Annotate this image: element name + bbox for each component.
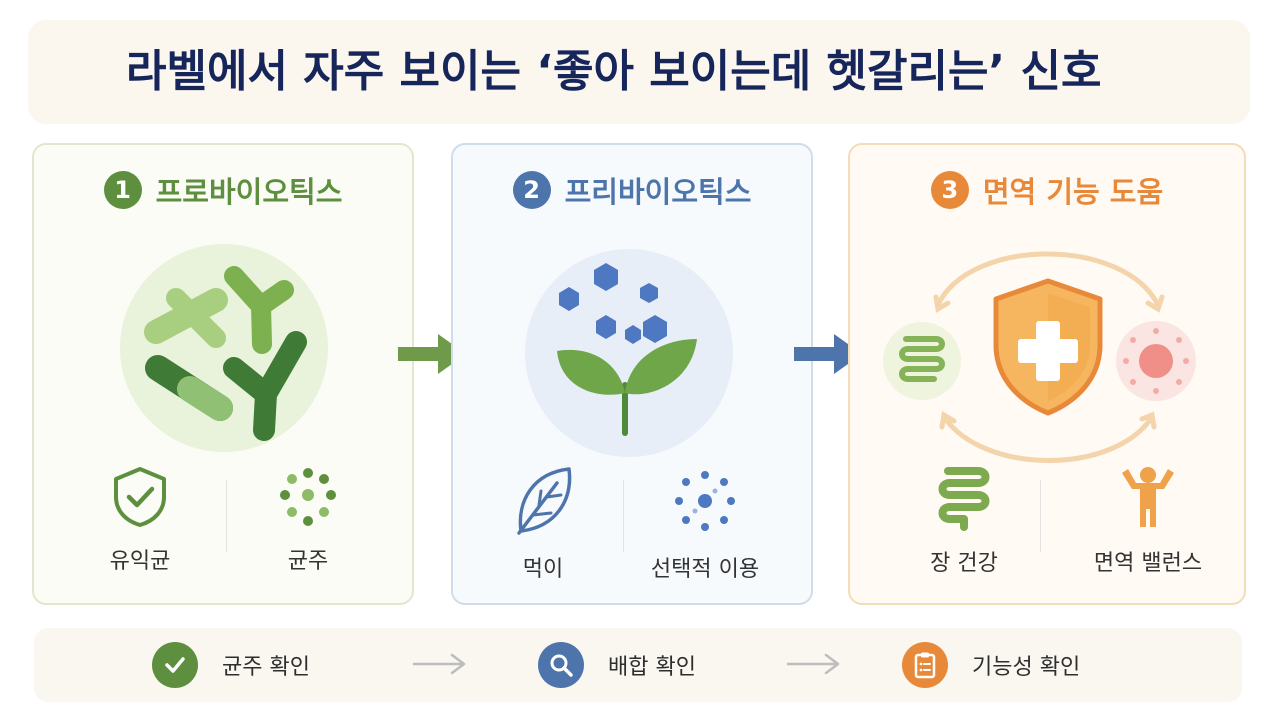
immune-cell-icon	[1139, 344, 1173, 378]
molecule-hexagon	[596, 315, 616, 339]
item-label: 먹이	[522, 557, 564, 582]
arrow-right-icon	[786, 653, 840, 675]
check-step-label: 기능성 확인	[972, 655, 1081, 680]
step-number-badge: 1	[103, 171, 142, 209]
molecule-hexagon	[640, 283, 658, 303]
item-label: 균주	[287, 549, 329, 574]
molecule-hexagon	[559, 287, 579, 311]
item-beneficial-bacteria: 유익균	[70, 465, 210, 575]
divider	[1040, 480, 1041, 552]
check-step-formulation: 배합 확인	[538, 641, 696, 689]
step-number-badge: 3	[930, 171, 969, 209]
item-gut-health: 장 건강	[894, 465, 1034, 577]
leaf-icon	[517, 467, 572, 535]
item-label: 장 건강	[930, 551, 998, 576]
item-immune-balance: 면역 밸런스	[1078, 465, 1218, 577]
cycle-arc-top	[935, 251, 1161, 307]
dots-ring-icon	[675, 471, 735, 531]
divider	[226, 480, 227, 552]
panel-title: 1 프로바이오틱스	[34, 169, 412, 211]
cycle-arrowhead	[1145, 294, 1165, 313]
check-steps-bar: 균주 확인 배합 확인 기능성 확인	[34, 628, 1242, 702]
bacteria-illustration	[120, 244, 328, 452]
panel-probiotics: 1 프로바이오틱스 유익균 균주	[32, 143, 414, 605]
item-label: 면역 밸런스	[1093, 551, 1203, 576]
immune-cycle-illustration	[883, 251, 1196, 463]
check-step-label: 배합 확인	[608, 655, 696, 680]
plant-leaf-right	[625, 339, 697, 395]
cycle-arrowhead	[933, 294, 951, 314]
gut-icon	[899, 336, 945, 382]
arrow-right-icon	[412, 653, 466, 675]
molecule-hexagon	[625, 325, 641, 344]
panel-label: 프로바이오틱스	[155, 175, 343, 209]
item-strain: 균주	[238, 465, 378, 575]
item-label: 유익균	[109, 549, 171, 574]
bacterium-rod-light	[166, 288, 226, 348]
dots-cluster-icon	[280, 468, 336, 526]
panel-title: 3 면역 기능 도움	[850, 169, 1244, 211]
cycle-arc-bottom	[941, 415, 1155, 463]
page-title: 라벨에서 자주 보이는 ‘좋아 보이는데 헷갈리는’ 신호	[126, 46, 1102, 97]
bacterium-y-shape-dark	[223, 331, 307, 441]
title-bar: 라벨에서 자주 보이는 ‘좋아 보이는데 헷갈리는’ 신호	[28, 20, 1250, 124]
check-step-label: 균주 확인	[222, 655, 310, 680]
bacterium-rod-dark-tip	[177, 376, 233, 421]
cycle-arrowhead	[939, 410, 957, 430]
item-food: 먹이	[473, 465, 613, 583]
panel-prebiotics: 2 프리바이오틱스 먹이 선택적 이용	[451, 143, 813, 605]
panel-label: 면역 기능 도움	[982, 175, 1164, 209]
plant-illustration	[525, 249, 733, 457]
item-label: 선택적 이용	[650, 557, 760, 582]
panel-title: 2 프리바이오틱스	[453, 169, 811, 211]
plant-backdrop-circle	[525, 249, 733, 457]
bacterium-y-shape	[224, 266, 294, 354]
intestine-icon	[938, 467, 990, 531]
cycle-arrowhead	[1139, 411, 1157, 430]
molecule-hexagon	[643, 315, 667, 343]
clipboard-icon	[902, 642, 948, 688]
item-selective-use: 선택적 이용	[635, 465, 775, 583]
check-icon	[152, 642, 198, 688]
magnifier-icon	[538, 642, 584, 688]
panel-label: 프리바이오틱스	[564, 175, 752, 209]
molecule-hexagon	[594, 263, 618, 291]
panel-immune-function: 3 면역 기능 도움 장 건강 면역 밸런스	[848, 143, 1246, 605]
check-step-strain: 균주 확인	[152, 641, 310, 689]
shield-check-icon	[114, 467, 166, 527]
check-step-functionality: 기능성 확인	[902, 641, 1080, 689]
step-number-badge: 2	[512, 171, 551, 209]
divider	[623, 480, 624, 552]
person-raising-arms-icon	[1122, 467, 1174, 527]
plant-leaf-left	[557, 349, 625, 395]
